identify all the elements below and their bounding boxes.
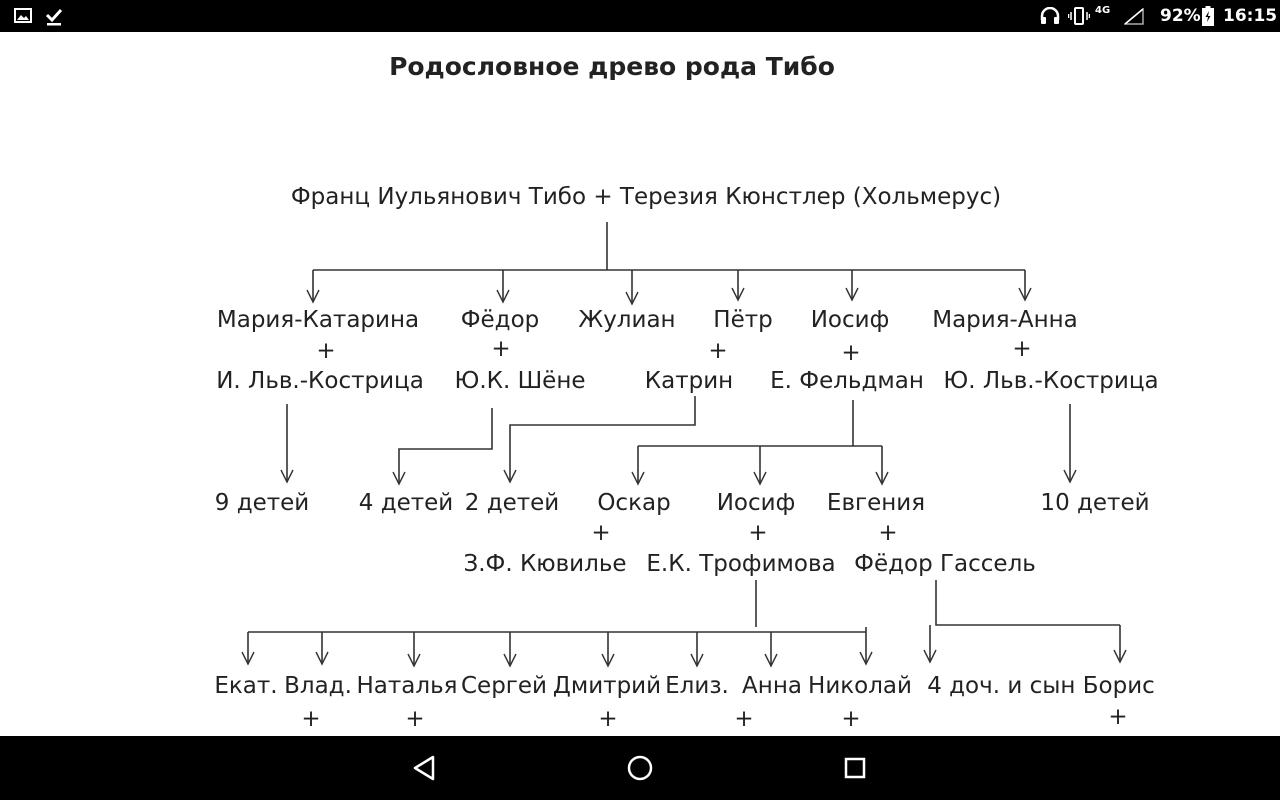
- page-title: Родословное древо рода Тибо: [389, 52, 835, 81]
- marriage-plus: +: [878, 520, 898, 546]
- gen3-name: Екат.: [214, 673, 278, 699]
- death-cross: +: [405, 706, 425, 732]
- gen1-drops: [312, 270, 1026, 304]
- arrow: [859, 651, 873, 666]
- arrow: [1113, 649, 1127, 664]
- gen1-spouse: И. Льв.-Кострица: [216, 368, 424, 394]
- home-circle-icon: [627, 755, 653, 781]
- gen1-name: Мария-Анна: [932, 307, 1078, 333]
- children-count: 2 детей: [464, 490, 560, 516]
- gen1-name: Мария-Катарина: [216, 307, 420, 333]
- arrow: [764, 653, 778, 668]
- marriage-plus: +: [491, 336, 511, 362]
- gen1-name: Пётр: [713, 307, 773, 333]
- gen1-spouse: Катрин: [644, 368, 734, 394]
- gassel-children-line: [929, 580, 1121, 662]
- arrow: [280, 469, 294, 484]
- marriage-plus: +: [316, 338, 336, 364]
- gen3-name: Анна: [742, 673, 802, 699]
- family-tree-document: Родословное древо рода Тибо Франц Иульян…: [0, 32, 1280, 736]
- recents-square-icon: [844, 757, 866, 779]
- gen3-name: Николай: [808, 673, 912, 699]
- battery-percent: 92%: [1160, 6, 1201, 26]
- trofimova-children-line: [247, 580, 867, 666]
- death-cross: +: [841, 706, 861, 732]
- feldman-children-line: [637, 400, 883, 484]
- recents-button[interactable]: [815, 736, 895, 800]
- tree-connector-lines: [241, 222, 1127, 668]
- home-button[interactable]: [600, 736, 680, 800]
- gen3-name: 4 доч. и сын Борис: [927, 673, 1155, 699]
- children-count: 9 детей: [214, 490, 310, 516]
- death-cross: +: [301, 706, 321, 732]
- arrow: [753, 471, 767, 486]
- image-icon: [14, 8, 32, 23]
- gen1-spouse: Е. Фельдман: [770, 368, 924, 394]
- arrow: [407, 653, 421, 668]
- arrowheads: [241, 287, 1127, 668]
- gen3-name: Влад.: [284, 673, 352, 699]
- gen1-name: Иосиф: [810, 307, 890, 333]
- gen1-spouse: Ю. Льв.-Кострица: [943, 368, 1159, 394]
- back-triangle-icon: [413, 755, 435, 781]
- arrow: [845, 287, 859, 302]
- marriage-plus: +: [748, 520, 768, 546]
- gen1-name: Фёдор: [460, 307, 540, 333]
- arrow: [306, 289, 320, 304]
- arrow: [503, 653, 517, 668]
- network-type-label: 4G: [1095, 5, 1111, 16]
- arrow: [631, 471, 645, 486]
- signal-4g-icon: [1122, 7, 1144, 25]
- clock: 16:15: [1223, 6, 1278, 26]
- gen2-spouse: З.Ф. Кювилье: [463, 551, 627, 577]
- arrow: [1018, 287, 1032, 302]
- marriage-plus: +: [841, 340, 861, 366]
- arrow: [496, 289, 510, 304]
- gen2-spouse: Е.К. Трофимова: [646, 551, 836, 577]
- arrow: [875, 471, 889, 486]
- arrow: [690, 653, 704, 668]
- back-button[interactable]: [385, 736, 465, 800]
- gen1-name: Жулиан: [578, 307, 676, 333]
- arrow: [503, 469, 517, 484]
- root-couple: Франц Иульянович Тибо + Терезия Кюнстлер…: [290, 184, 1002, 210]
- download-done-icon: [44, 6, 64, 26]
- navigation-bar: [0, 736, 1280, 800]
- root-connector: [313, 222, 1025, 271]
- marriage-plus: +: [708, 338, 728, 364]
- headset-icon: [1040, 6, 1060, 25]
- shene-children-line: [398, 408, 493, 484]
- gen3-name: Сергей: [461, 673, 547, 699]
- gen1-spouse: Ю.К. Шёне: [454, 368, 586, 394]
- gen3-name: Елиз.: [665, 673, 729, 699]
- vibrate-icon: [1067, 7, 1091, 25]
- gen2-name: Иосиф: [716, 490, 796, 516]
- gen3-name: Дмитрий: [552, 673, 662, 699]
- status-bar: 4G 92% 16:15: [0, 0, 1280, 32]
- arrow: [601, 653, 615, 668]
- katrin-children-line: [509, 396, 696, 482]
- gen3-name: Наталья: [356, 673, 458, 699]
- marriage-plus: +: [1012, 336, 1032, 362]
- gen2-name: Оскар: [597, 490, 671, 516]
- arrow: [923, 649, 937, 664]
- children-count: 4 детей: [358, 490, 454, 516]
- death-cross: +: [598, 706, 618, 732]
- arrow: [241, 651, 255, 666]
- battery-icon: [1202, 6, 1214, 26]
- gen2-name: Евгения: [826, 490, 926, 516]
- arrow: [1063, 469, 1077, 484]
- children-count: 10 детей: [1040, 490, 1150, 516]
- arrow: [315, 651, 329, 666]
- death-cross: +: [734, 706, 754, 732]
- death-cross: +: [1108, 704, 1128, 730]
- marriage-plus: +: [591, 520, 611, 546]
- arrow: [625, 291, 639, 306]
- arrow: [392, 471, 406, 486]
- gen2-spouse: Фёдор Гассель: [854, 551, 1036, 577]
- arrow: [731, 287, 745, 302]
